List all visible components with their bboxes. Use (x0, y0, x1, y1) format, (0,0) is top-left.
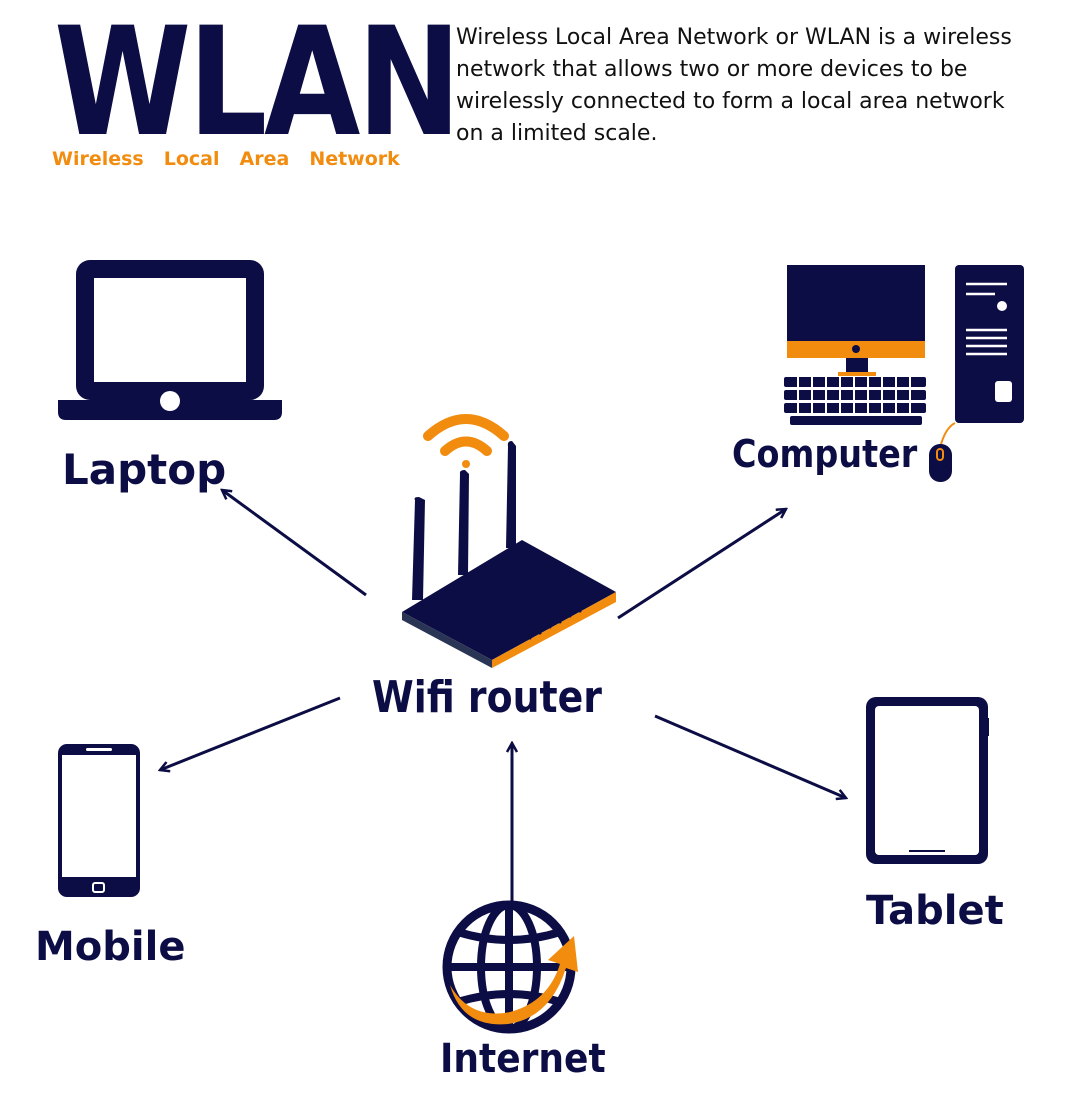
arrow-to-tablet (654, 714, 846, 798)
label-laptop: Laptop (62, 445, 227, 494)
computer-icon (784, 265, 1024, 482)
globe-icon (442, 900, 578, 1034)
arrow-to-laptop (222, 490, 367, 597)
tablet-icon (866, 697, 989, 864)
label-internet: Internet (440, 1036, 606, 1082)
subtitle-word-wireless: Wireless (52, 148, 144, 170)
wlan-description: Wireless Local Area Network or WLAN is a… (456, 25, 1012, 146)
laptop-icon (58, 260, 282, 420)
arrow-to-computer (617, 509, 786, 620)
wifi-signal-icon (423, 414, 509, 468)
subtitle-word-network: Network (309, 148, 400, 170)
label-mobile: Mobile (35, 924, 186, 970)
label-tablet: Tablet (866, 888, 1004, 934)
label-computer: Computer (732, 432, 918, 476)
subtitle-word-area: Area (239, 148, 290, 170)
label-router: Wifi router (372, 672, 602, 723)
router-icon (402, 441, 616, 668)
mobile-icon (58, 744, 140, 897)
arrow-to-mobile (160, 696, 341, 770)
subtitle-word-local: Local (163, 148, 220, 170)
wlan-subtitle: Wireless Local Area Network (52, 148, 400, 170)
